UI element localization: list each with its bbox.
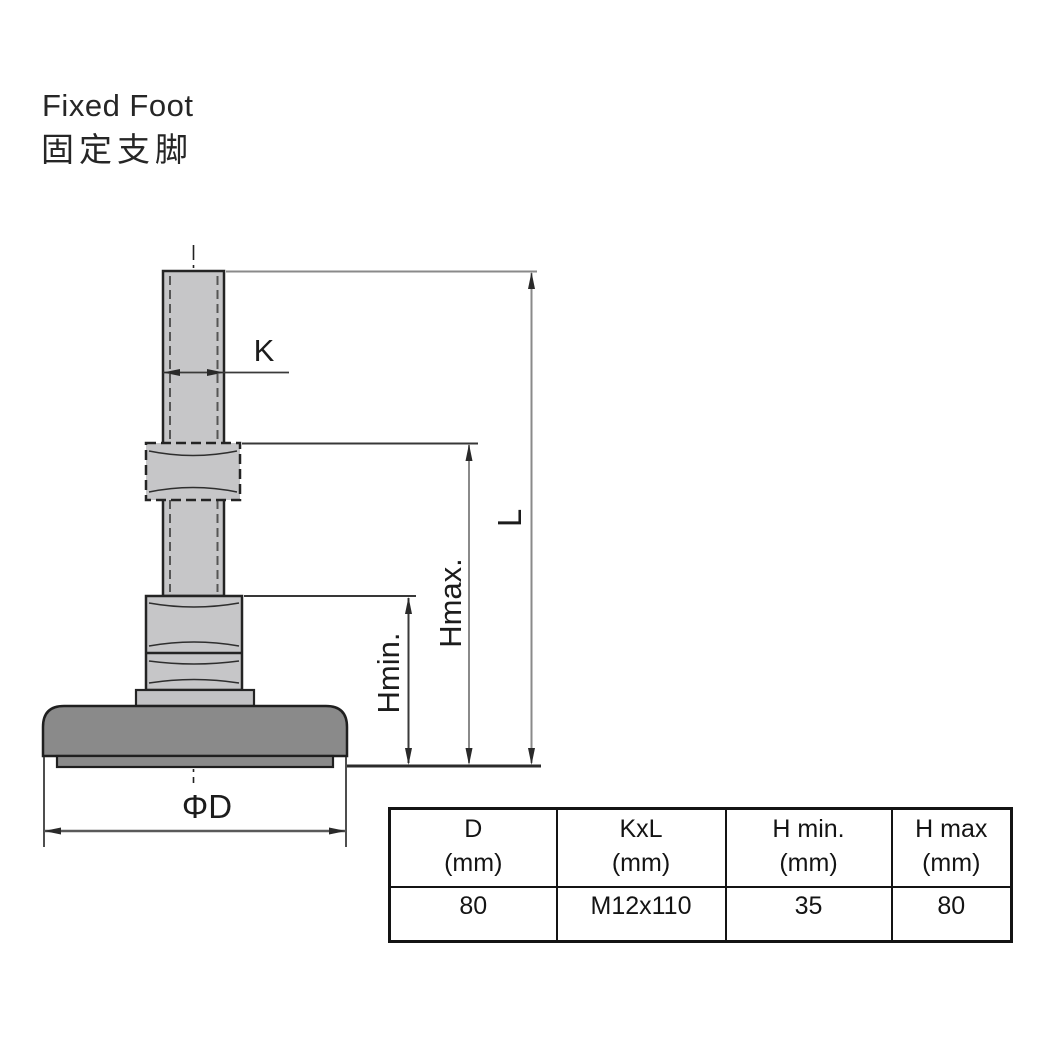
hmin-dimension-label: Hmin.: [371, 633, 406, 714]
foot-base-dome: [41, 704, 349, 758]
hmax-arrow-bottom: [465, 748, 473, 765]
collar-washer: [134, 688, 256, 708]
cell-hmax-value: 80: [890, 886, 1013, 943]
cell-kxl-value: M12x110: [555, 886, 727, 943]
column-name: H max: [915, 815, 988, 843]
column-unit: (mm): [611, 849, 671, 877]
hmin-arrow-top: [405, 597, 412, 614]
k-arrow-right: [207, 369, 224, 376]
l-dimension-label: L: [491, 509, 528, 527]
column-name: H min.: [772, 815, 845, 843]
hex-nut-chamfer-4: [148, 678, 240, 684]
hmax-dimension-label: Hmax.: [433, 558, 468, 648]
column-header-hmax: H max (mm): [890, 807, 1013, 888]
l-arrow-bottom: [528, 748, 535, 765]
spec-table-data-row: 80 M12x110 35 80: [388, 886, 1013, 943]
column-unit: (mm): [922, 849, 981, 877]
k-dimension-label: K: [254, 333, 275, 368]
cell-d-value: 80: [388, 886, 558, 943]
column-header-kxl: KxL (mm): [555, 807, 727, 888]
l-arrow-top: [528, 272, 535, 289]
k-arrow-left: [163, 369, 180, 376]
column-unit: (mm): [444, 849, 503, 877]
adjusting-nut-chamfer-top: [148, 450, 238, 457]
column-header-hmin: H min. (mm): [724, 807, 893, 888]
threaded-stud: [161, 269, 226, 598]
hex-nut-chamfer-2: [148, 641, 240, 647]
adjusting-nut-chamfer-bottom: [148, 486, 238, 493]
column-name: KxL: [619, 815, 663, 843]
spec-table: D (mm) KxL (mm) H min. (mm) H max (mm): [388, 807, 1013, 943]
foot-base-rim: [55, 754, 335, 769]
adjusting-nut: [144, 441, 242, 502]
page-title-chinese: 固定支脚: [41, 131, 193, 168]
hmin-arrow-bottom: [405, 748, 412, 765]
hex-nut: [144, 594, 244, 692]
column-name: D: [464, 815, 483, 843]
hex-nut-chamfer-1: [148, 602, 240, 608]
phid-arrow-left: [44, 827, 61, 835]
phid-dimension-label: ΦD: [182, 788, 232, 825]
cell-hmin-value: 35: [724, 886, 893, 943]
phid-arrow-right: [329, 827, 346, 835]
hex-nut-chamfer-3: [148, 660, 240, 665]
column-unit: (mm): [779, 849, 838, 877]
hmax-arrow-top: [465, 444, 473, 461]
page-title: Fixed Foot: [42, 88, 194, 123]
column-header-d: D (mm): [388, 807, 558, 888]
spec-table-header-row: D (mm) KxL (mm) H min. (mm) H max (mm): [388, 807, 1013, 888]
